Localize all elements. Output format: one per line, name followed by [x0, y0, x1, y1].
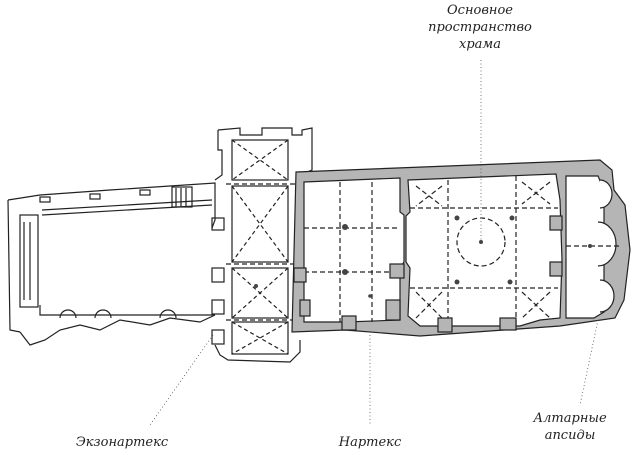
piers — [293, 215, 563, 333]
label-altar-apses-line2: апсиды — [544, 428, 596, 443]
exonarthex-block — [211, 127, 313, 363]
column-dots — [254, 215, 592, 298]
label-main-space-line3: храма — [459, 37, 501, 52]
label-altar-apses-line1: Алтарные — [533, 411, 607, 426]
label-altar-apses: Алтарные апсиды — [510, 410, 630, 444]
west-porch — [7, 182, 216, 346]
vault-lines — [304, 176, 620, 326]
label-main-space-line1: Основное — [447, 3, 513, 18]
label-narthex: Нартекс — [338, 435, 402, 450]
label-main-space-line2: пространство — [428, 20, 532, 35]
church-body — [291, 159, 631, 337]
leader-lines — [149, 60, 599, 426]
label-exonarthex: Экзонартекс — [75, 435, 169, 450]
label-main-space: Основное пространство храма — [400, 2, 560, 53]
